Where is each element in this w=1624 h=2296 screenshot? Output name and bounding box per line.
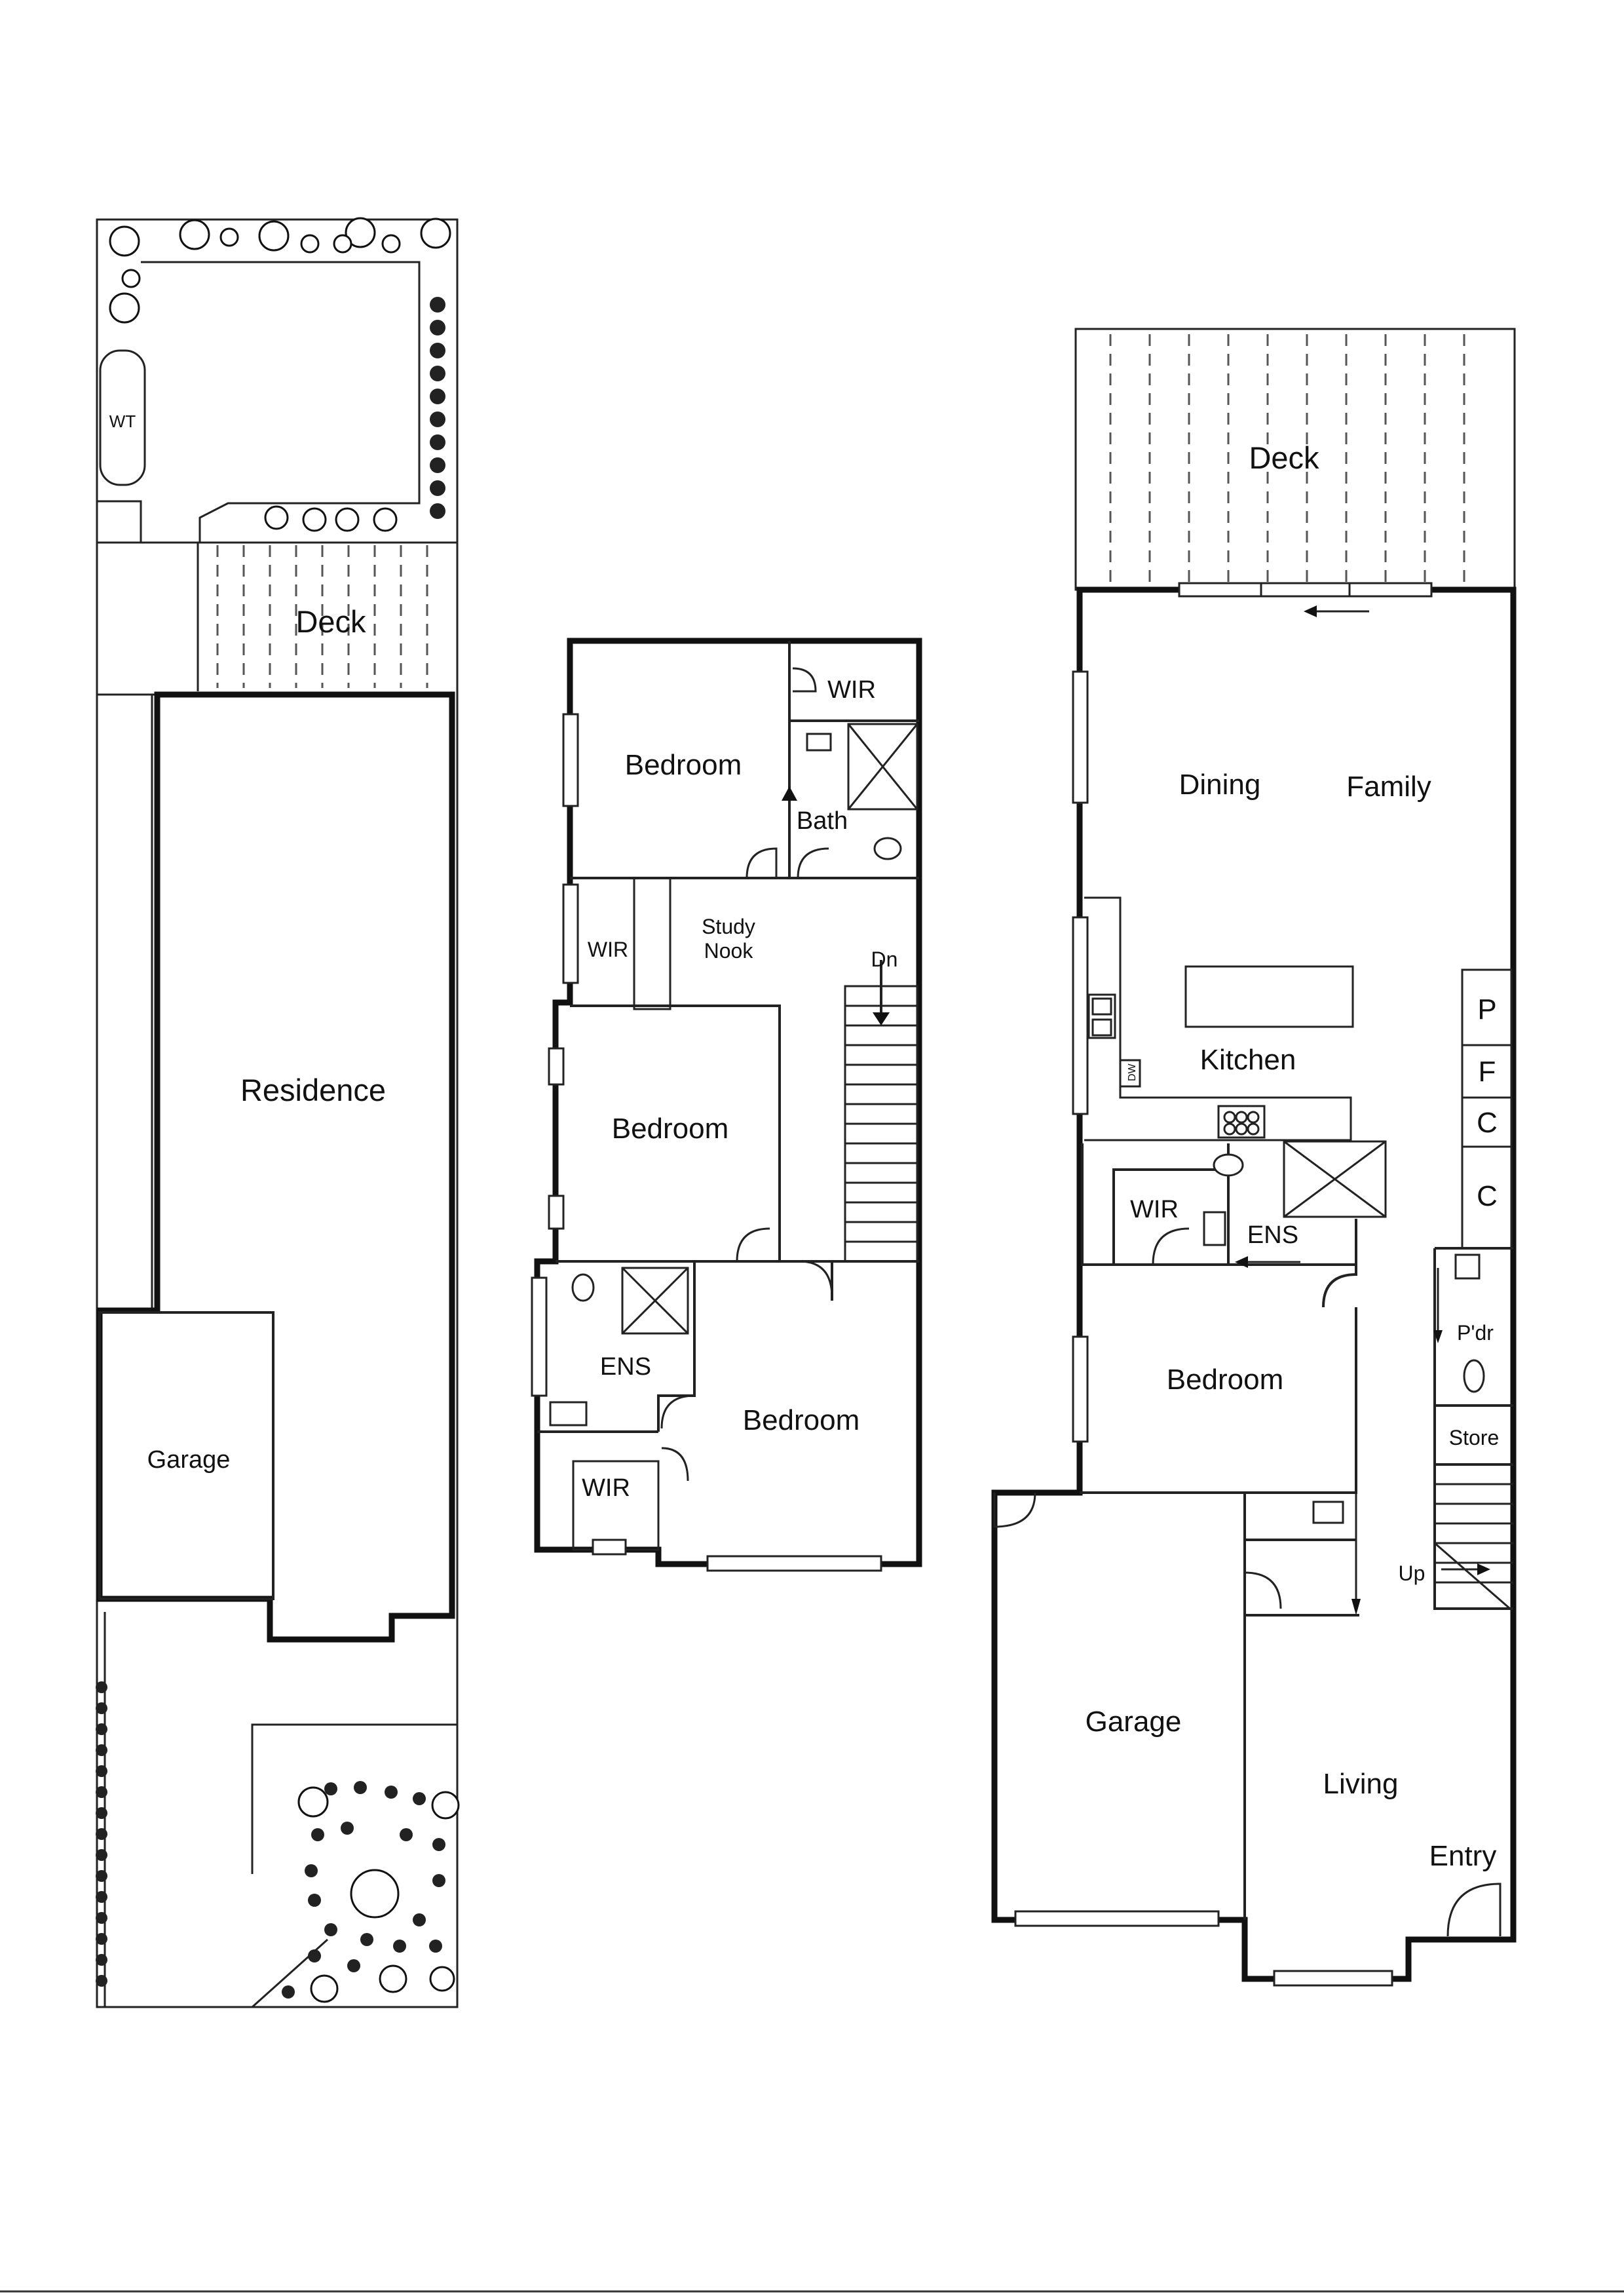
site-plan: WT Deck Residence Garage: [96, 217, 460, 2008]
cupboard-1-label: C: [1477, 1107, 1498, 1139]
ground-garage-label: Garage: [1086, 1706, 1182, 1738]
ground-bedroom-label: Bedroom: [1167, 1364, 1284, 1396]
cupboard-2-label: C: [1477, 1180, 1498, 1212]
powder-room-label: P'dr: [1457, 1321, 1494, 1345]
residence-label: Residence: [240, 1073, 386, 1107]
upper-wir-2-label: WIR: [588, 938, 628, 961]
upper-wir-1-label: WIR: [827, 676, 876, 704]
site-deck-boards: [216, 545, 428, 688]
family-label: Family: [1346, 771, 1431, 803]
upper-bath-label: Bath: [797, 807, 848, 835]
site-garage-label: Garage: [147, 1446, 231, 1474]
residence-outline: [96, 691, 455, 1643]
ground-floor-outline: [991, 586, 1517, 1982]
living-label: Living: [1323, 1768, 1399, 1800]
upper-floor-outline: [534, 638, 922, 1567]
ground-floor-plan: Deck DW P F C C: [991, 328, 1517, 1987]
upper-wir-3-label: WIR: [582, 1474, 630, 1502]
upper-bedroom-3-label: Bedroom: [743, 1404, 860, 1436]
dining-label: Dining: [1179, 769, 1261, 801]
upper-bedroom-2-label: Bedroom: [612, 1113, 729, 1145]
stairs-up-label: Up: [1399, 1561, 1426, 1585]
fridge-label: F: [1479, 1056, 1496, 1088]
store-label: Store: [1449, 1426, 1499, 1449]
water-tank-label: WT: [109, 411, 136, 431]
upper-ensuite-label: ENS: [600, 1353, 651, 1381]
stairs-down-label: Dn: [871, 947, 898, 971]
front-garden-plants: [282, 1781, 460, 2003]
study-nook-label-line1: Study: [702, 915, 755, 938]
entry-label: Entry: [1429, 1840, 1497, 1872]
ground-deck-boards: [1109, 334, 1465, 586]
upper-bedroom-1-label: Bedroom: [625, 749, 742, 781]
site-deck-label: Deck: [295, 604, 366, 639]
kitchen-label: Kitchen: [1200, 1044, 1296, 1076]
study-nook-label-line2: Nook: [704, 939, 754, 963]
upper-floor-plan: Bedroom WIR Bath WIR Study Nook Dn Bedro…: [531, 638, 922, 1572]
dishwasher-label: DW: [1127, 1063, 1138, 1081]
ground-ensuite-label: ENS: [1247, 1221, 1298, 1249]
water-tank-shape: [99, 349, 146, 486]
ground-deck-label: Deck: [1249, 440, 1319, 475]
back-garden-trees: [109, 217, 451, 532]
ground-wir-label: WIR: [1130, 1196, 1179, 1223]
front-hedge: [96, 1681, 107, 1987]
pantry-label: P: [1477, 993, 1496, 1025]
